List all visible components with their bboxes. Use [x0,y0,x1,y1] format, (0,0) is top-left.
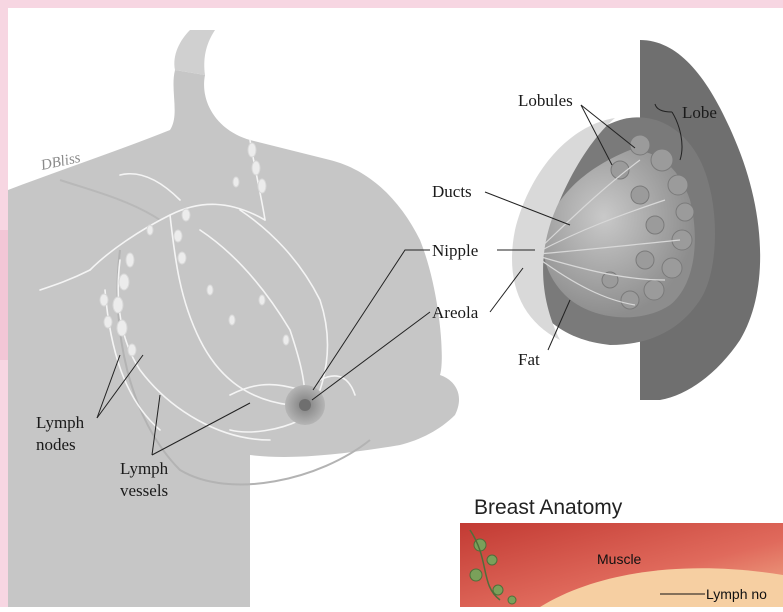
label-fat: Fat [518,350,540,369]
areola-nipple [285,385,325,425]
label-lymph-vessels-line1: Lymph [120,459,169,478]
frame-top [0,0,783,8]
label-lymph-vessels-line2: vessels [120,481,168,500]
label-lobules: Lobules [518,91,573,110]
inset-label-lymph-node: Lymph no [706,586,767,602]
label-areola: Areola [432,303,479,322]
label-nipple: Nipple [432,241,478,260]
inset-title: Breast Anatomy [474,496,623,519]
inset-panel: Breast Anatomy Muscle Lymph no [460,496,783,607]
label-lymph-nodes-line1: Lymph [36,413,85,432]
inset-label-muscle: Muscle [597,551,642,567]
label-lymph-nodes-line2: nodes [36,435,76,454]
label-lobe: Lobe [682,103,717,122]
label-ducts: Ducts [432,182,472,201]
